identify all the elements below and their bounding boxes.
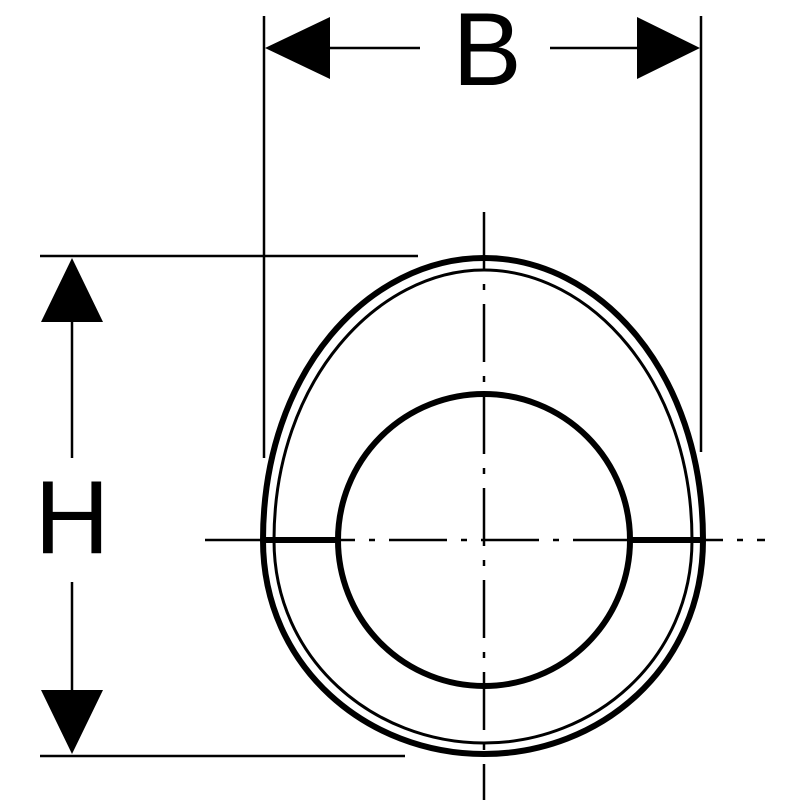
width-label: B	[452, 0, 521, 108]
height-label: H	[34, 460, 109, 576]
height-arrow-bottom	[41, 690, 103, 754]
inner-egg-outline	[272, 268, 694, 745]
height-arrow-top	[41, 258, 103, 322]
width-arrow-left	[265, 17, 330, 79]
width-arrow-right	[637, 17, 700, 79]
